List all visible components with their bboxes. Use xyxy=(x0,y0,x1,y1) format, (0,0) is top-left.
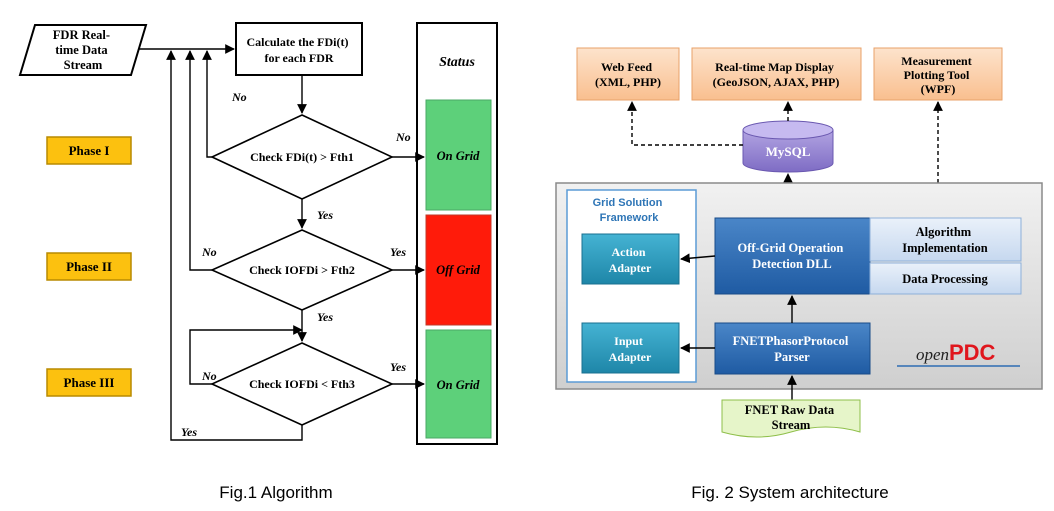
web-feed-box xyxy=(576,47,680,101)
check3-label: Check IOFDi < Fth3 xyxy=(249,377,355,391)
phase-1-label: Phase I xyxy=(69,143,110,158)
phase-2-label: Phase II xyxy=(66,259,112,274)
status-on-grid-1-label: On Grid xyxy=(437,149,480,163)
fig1-algorithm-flowchart: FDR Real- time Data Stream Calculate the… xyxy=(18,22,498,502)
fig2-solid-links xyxy=(680,253,797,400)
no-label-3: No xyxy=(201,245,217,259)
detection-dll-label: Off-Grid Operation Detection DLL xyxy=(737,241,846,271)
phase-1-badge xyxy=(46,136,132,165)
yes-label-3: Yes xyxy=(317,310,333,324)
status-on-grid-2 xyxy=(425,329,492,439)
mysql-label: MySQL xyxy=(766,144,811,159)
input-data-node xyxy=(18,24,148,76)
yes-label-4: Yes xyxy=(390,360,406,374)
web-feed-label: Web Feed (XML, PHP) xyxy=(595,60,661,89)
mysql-database: MySQL xyxy=(742,120,834,173)
raw-data-stream-label: FNET Raw Data Stream xyxy=(745,403,837,432)
plotting-tool-box xyxy=(873,47,1003,101)
no-label-1: No xyxy=(231,90,247,104)
openpdc-suffix: PDC xyxy=(949,340,996,365)
status-title: Status xyxy=(439,55,475,70)
openpdc-prefix: open xyxy=(916,345,949,364)
yes-label-1: Yes xyxy=(317,208,333,222)
input-data-label: FDR Real- time Data Stream xyxy=(53,28,113,72)
status-on-grid-1 xyxy=(425,99,492,211)
parser-box xyxy=(714,322,871,375)
input-adapter-box xyxy=(581,322,680,374)
calculate-fdi-node xyxy=(235,22,363,76)
phase-3-badge xyxy=(46,368,132,397)
fig2-system-architecture: Web Feed (XML, PHP) Real-time Map Displa… xyxy=(555,47,1043,502)
check1-label: Check FDi(t) > Fth1 xyxy=(250,150,354,164)
yes-label-5: Yes xyxy=(181,425,197,439)
calculate-fdi-label: Calculate the FDi(t) for each FDR xyxy=(247,35,352,65)
openpdc-logo: open PDC xyxy=(897,340,1020,367)
no-label-4: No xyxy=(201,369,217,383)
check2-label: Check IOFDi > Fth2 xyxy=(249,263,355,277)
phase-3-label: Phase III xyxy=(64,375,115,390)
yes-label-2: Yes xyxy=(390,245,406,259)
fig2-caption: Fig. 2 System architecture xyxy=(691,483,888,502)
framework-label: Grid Solution Framework xyxy=(593,197,666,224)
fig1-caption: Fig.1 Algorithm xyxy=(219,483,332,502)
algorithm-label: Algorithm Implementation xyxy=(902,225,987,255)
raw-data-stream-node xyxy=(721,399,861,438)
plotting-tool-label: Measurement Plotting Tool (WPF) xyxy=(901,54,974,96)
no-label-2: No xyxy=(395,130,411,144)
fig1-connectors xyxy=(139,44,425,441)
algorithm-box xyxy=(869,217,1022,262)
detection-dll-box xyxy=(714,217,871,295)
action-adapter-box xyxy=(581,233,680,285)
parser-label: FNETPhasorProtocol Parser xyxy=(733,334,852,364)
input-adapter-label: Input Adapter xyxy=(609,334,652,364)
data-processing-box xyxy=(869,262,1022,295)
action-adapter-label: Action Adapter xyxy=(609,245,652,275)
map-display-label: Real-time Map Display (GeoJSON, AJAX, PH… xyxy=(713,60,840,89)
fig1-branch-labels: No No Yes No Yes Yes No Yes Yes xyxy=(181,90,411,439)
status-off-grid xyxy=(425,214,492,326)
status-off-grid-label: Off Grid xyxy=(436,263,481,277)
status-on-grid-2-label: On Grid xyxy=(437,378,480,392)
phase-2-badge xyxy=(46,252,132,281)
fig2-dashed-links xyxy=(627,101,943,215)
data-processing-label: Data Processing xyxy=(902,272,988,286)
map-display-box xyxy=(691,47,862,101)
